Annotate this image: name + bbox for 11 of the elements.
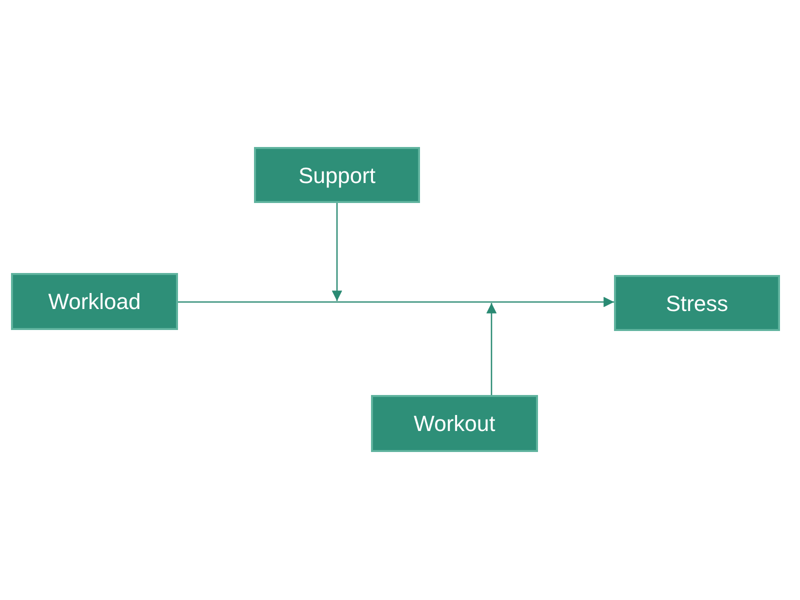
- arrow: [486, 303, 497, 395]
- process-box: [11, 273, 178, 330]
- node-label: Workload: [48, 288, 141, 316]
- process-box: [614, 275, 780, 331]
- arrow: [178, 296, 614, 308]
- node-label: Support: [298, 162, 376, 190]
- process-box: [371, 395, 538, 452]
- process-box: [254, 147, 420, 203]
- arrow: [332, 203, 342, 301]
- node-label: Stress: [666, 290, 728, 318]
- node-label: Workout: [414, 410, 496, 438]
